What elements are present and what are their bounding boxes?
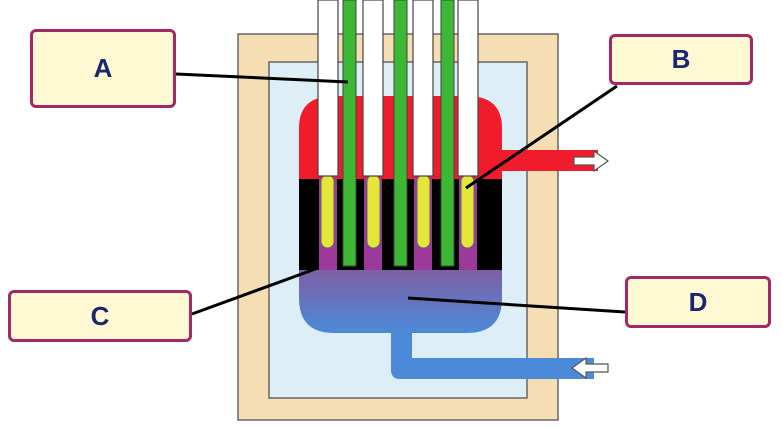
guide-tube: [317, 0, 339, 177]
label-c: C: [8, 290, 192, 342]
cold-coolant-plenum: [299, 270, 502, 333]
label-d-text: D: [688, 286, 708, 317]
label-b: B: [609, 34, 753, 85]
guide-tube: [362, 0, 384, 177]
control-rod: [393, 0, 408, 267]
label-a-text: A: [93, 53, 113, 83]
fuel-rod: [320, 174, 335, 249]
guide-tube: [457, 0, 479, 177]
control-rod: [440, 0, 455, 267]
control-rod: [342, 0, 357, 267]
leader-line-c: [191, 266, 319, 316]
fuel-rod: [416, 174, 431, 249]
leader-line-b: [465, 84, 618, 190]
inlet-pipe: [391, 331, 594, 379]
label-a: A: [30, 29, 176, 108]
guide-tube: [412, 0, 434, 177]
leader-line-a: [175, 72, 349, 84]
fuel-rod: [366, 174, 381, 249]
label-d: D: [625, 276, 771, 328]
label-c-text: C: [90, 300, 110, 331]
arrow-right-icon: [573, 149, 610, 173]
arrow-left-icon: [570, 356, 609, 380]
outlet-pipe: [500, 150, 598, 171]
leader-line-d: [407, 296, 626, 314]
label-b-text: B: [671, 44, 691, 74]
